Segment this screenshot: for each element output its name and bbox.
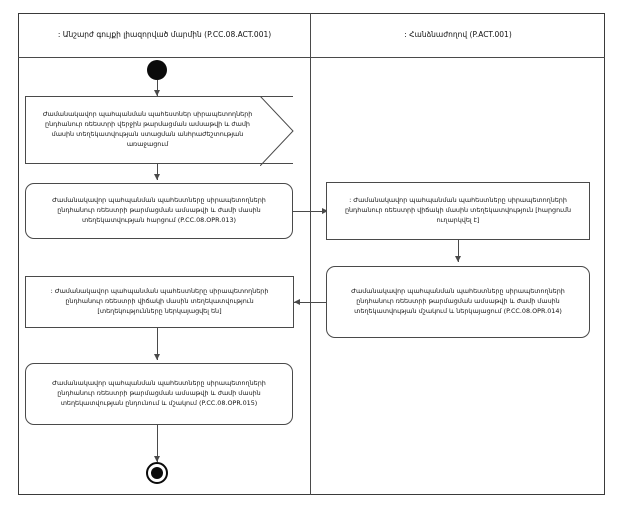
arrowhead-action015-to-final: [153, 456, 160, 462]
object-node-request-sent[interactable]: : Ժամանակավոր պահպանման պահեստները սիրապ…: [326, 182, 590, 240]
flow-signal-to-action013: [157, 164, 158, 180]
arrowhead-object-provided-to-action015: [153, 354, 160, 360]
lane-header-separator: [18, 57, 605, 58]
object-node-request-sent-label: : Ժամանակավոր պահպանման պահեստները սիրապ…: [344, 196, 572, 224]
flow-initial-to-signal: [157, 80, 158, 96]
arrowhead-signal-to-action013: [153, 174, 160, 180]
action-node-opr-015-label: Ժամանակավոր պահպանման պահեստները սիրապետ…: [52, 379, 266, 407]
action-node-opr-013-label: Ժամանակավոր պահպանման պահեստները սիրապետ…: [52, 196, 266, 224]
arrowhead-initial-to-signal: [153, 90, 160, 96]
final-node-core: [151, 467, 163, 479]
flow-object-provided-to-action015: [157, 328, 158, 360]
signal-receipt-node[interactable]: Ժամանակավոր պահպանման պահեստներ սիրապետո…: [25, 96, 294, 166]
signal-receipt-notch: [260, 96, 294, 166]
lane-header-left: : Անշարժ գույքի լիազորված մարմին (P.CC.0…: [57, 30, 272, 40]
flow-action014-to-object-provided: [294, 302, 326, 303]
action-node-opr-014-label: Ժամանակավոր պահպանման պահեստները սիրապետ…: [351, 287, 565, 315]
flow-object-request-to-action014: [458, 240, 459, 262]
object-node-info-provided[interactable]: : Ժամանակավոր պահպանման պահեստները սիրապ…: [25, 276, 294, 328]
lane-header-right: : Հանձնաժողով (P.ACT.001): [404, 30, 512, 40]
signal-receipt-label: Ժամանակավոր պահպանման պահեստներ սիրապետո…: [42, 110, 253, 148]
final-node: [146, 462, 168, 484]
action-node-opr-015[interactable]: Ժամանակավոր պահպանման պահեստները սիրապետ…: [25, 363, 293, 425]
flow-action013-to-object-request: [293, 211, 329, 212]
object-node-info-provided-label: : Ժամանակավոր պահպանման պահեստները սիրապ…: [50, 287, 269, 315]
action-node-opr-014[interactable]: Ժամանակավոր պահպանման պահեստները սիրապետ…: [326, 266, 590, 338]
flow-action015-to-final: [157, 425, 158, 462]
arrowhead-object-request-to-action014: [454, 256, 461, 262]
lane-divider: [310, 13, 311, 495]
arrowhead-action013-to-object-request: [322, 207, 328, 214]
arrowhead-action014-to-object-provided: [294, 298, 300, 305]
action-node-opr-013[interactable]: Ժամանակավոր պահպանման պահեստները սիրապետ…: [25, 183, 293, 239]
initial-node: [147, 60, 167, 80]
